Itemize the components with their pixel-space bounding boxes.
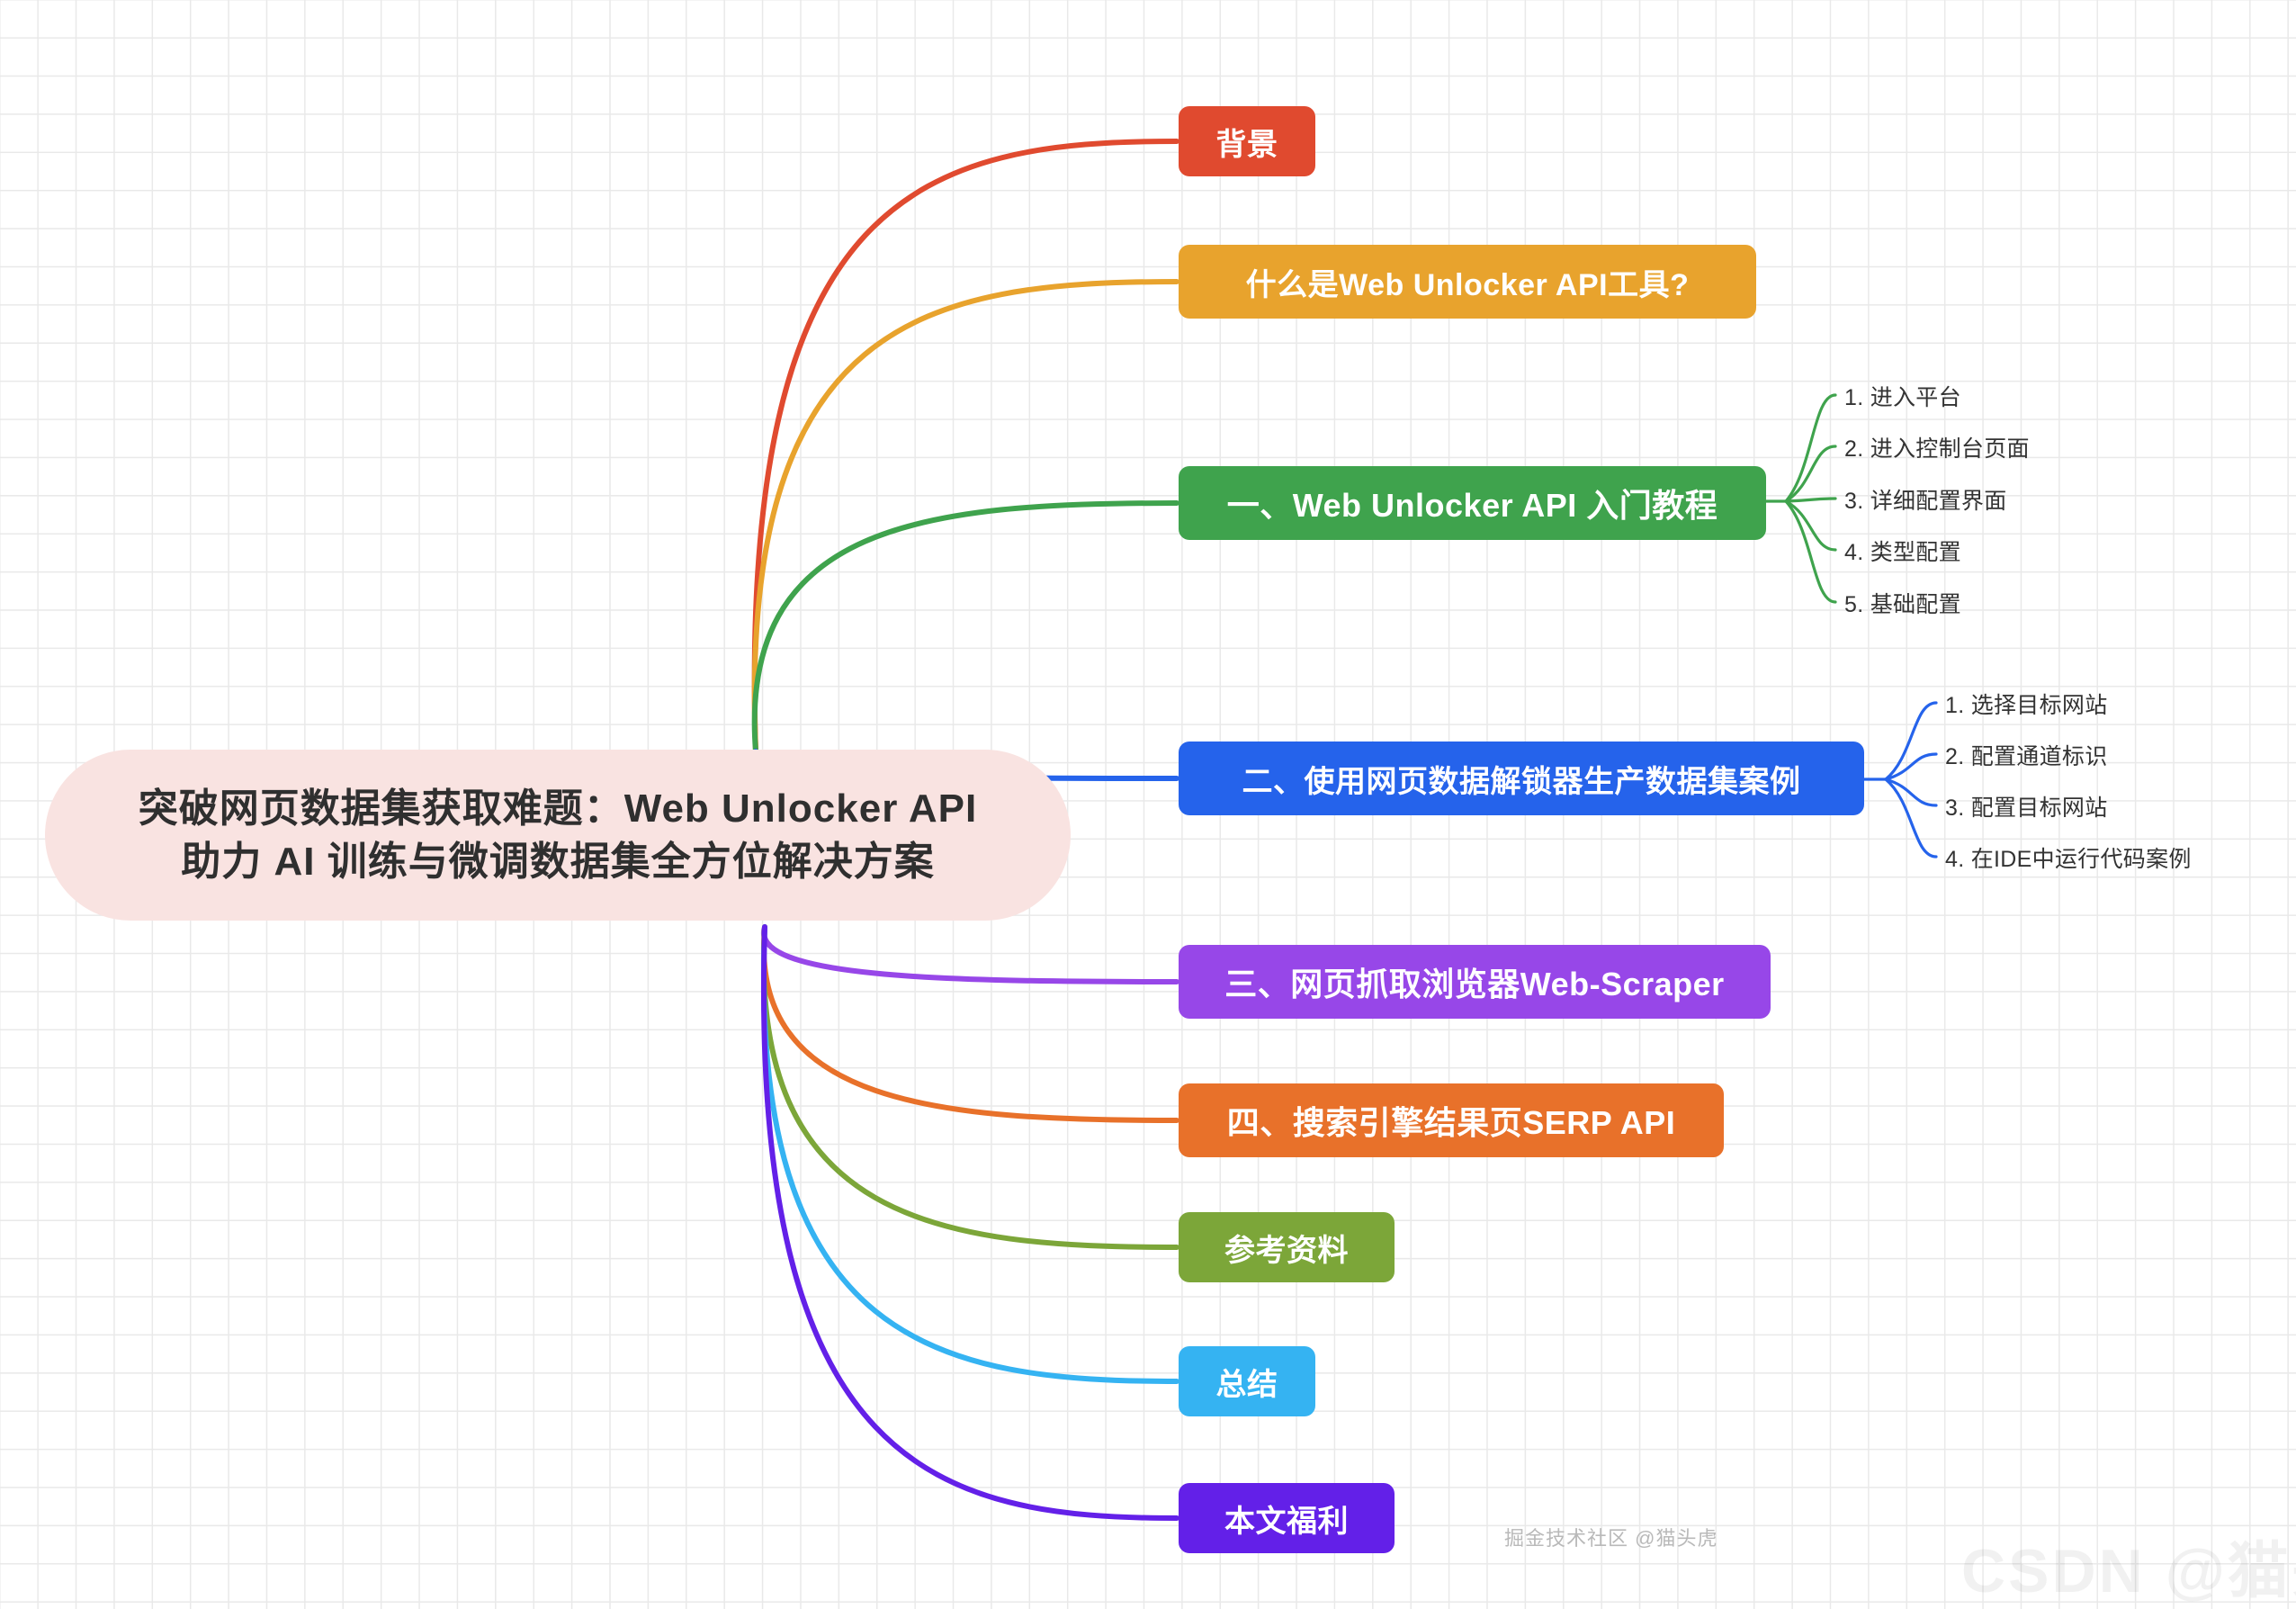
dataset-case-subitem[interactable]: 3. 配置目标网站 xyxy=(1945,796,2108,821)
branch-node-label: 总结 xyxy=(1215,1367,1278,1402)
edge-curve xyxy=(1784,499,1837,552)
branch-node-references[interactable]: 参考资料 xyxy=(1179,1212,1395,1282)
dataset-case-subitem[interactable]: 1. 选择目标网站 xyxy=(1945,693,2108,718)
branch-node-what-is-web-unlocker[interactable]: 什么是Web Unlocker API工具? xyxy=(1179,245,1756,319)
edge-curve xyxy=(760,924,1179,1250)
central-topic-line-2: 助力 AI 训练与微调数据集全方位解决方案 xyxy=(181,840,935,884)
edge-curve xyxy=(760,924,1179,1123)
branch-node-label: 本文福利 xyxy=(1224,1504,1349,1539)
branch-node-serp-api[interactable]: 四、搜索引擎结果页SERP API xyxy=(1179,1083,1724,1157)
central-topic-node[interactable]: 突破网页数据集获取难题：Web Unlocker API 助力 AI 训练与微调… xyxy=(45,750,1071,921)
branch-node-label: 一、Web Unlocker API 入门教程 xyxy=(1226,487,1718,524)
edge-curve xyxy=(1784,497,1837,503)
tutorial-subitem[interactable]: 2. 进入控制台页面 xyxy=(1844,436,2030,462)
watermark-csdn: CSDN @猫头虎 xyxy=(1961,1537,2296,1605)
edge-curve xyxy=(1884,778,1938,858)
branch-node-getting-started-tutorial[interactable]: 一、Web Unlocker API 入门教程 xyxy=(1179,466,1766,540)
watermark-juejin: 掘金技术社区 @猫头虎 xyxy=(1504,1527,1718,1550)
edge-curve xyxy=(760,924,1179,1521)
edge-curve xyxy=(751,279,1179,754)
edge-curve xyxy=(1884,752,1938,781)
dataset-case-subitem[interactable]: 4. 在IDE中运行代码案例 xyxy=(1945,847,2192,872)
branch-node-background[interactable]: 背景 xyxy=(1179,106,1315,176)
dataset-case-subitem[interactable]: 2. 配置通道标识 xyxy=(1945,744,2108,769)
branch-node-dataset-production-case[interactable]: 二、使用网页数据解锁器生产数据集案例 xyxy=(1179,742,1864,815)
edge-curve xyxy=(1784,445,1837,503)
branch-node-label: 二、使用网页数据解锁器生产数据集案例 xyxy=(1242,764,1801,799)
branch-node-label: 什么是Web Unlocker API工具? xyxy=(1245,267,1690,302)
edge-curve xyxy=(1884,701,1938,781)
edge-curve xyxy=(1884,778,1938,807)
branch-node-label: 四、搜索引擎结果页SERP API xyxy=(1226,1104,1676,1141)
branch-node-article-bonus[interactable]: 本文福利 xyxy=(1179,1483,1395,1553)
branch-node-summary[interactable]: 总结 xyxy=(1179,1346,1315,1416)
branch-node-label: 背景 xyxy=(1215,127,1278,162)
edge-curve xyxy=(1784,499,1837,604)
branch-node-web-scraper-browser[interactable]: 三、网页抓取浏览器Web-Scraper xyxy=(1179,945,1771,1019)
tutorial-subitem[interactable]: 3. 详细配置界面 xyxy=(1844,489,2007,514)
tutorial-subitem[interactable]: 4. 类型配置 xyxy=(1844,540,1961,565)
branch-node-label: 参考资料 xyxy=(1224,1233,1349,1268)
edge-curve xyxy=(751,500,1179,754)
edge-curve xyxy=(751,139,1179,754)
tutorial-subitem[interactable]: 1. 进入平台 xyxy=(1844,385,1961,410)
branch-node-label: 三、网页抓取浏览器Web-Scraper xyxy=(1224,966,1725,1002)
edge-curve xyxy=(1784,393,1837,503)
edge-curve xyxy=(760,924,1179,1384)
central-topic-line-1: 突破网页数据集获取难题：Web Unlocker API xyxy=(138,786,978,831)
edge-curve xyxy=(760,924,1179,984)
tutorial-subitem[interactable]: 5. 基础配置 xyxy=(1844,592,1961,617)
